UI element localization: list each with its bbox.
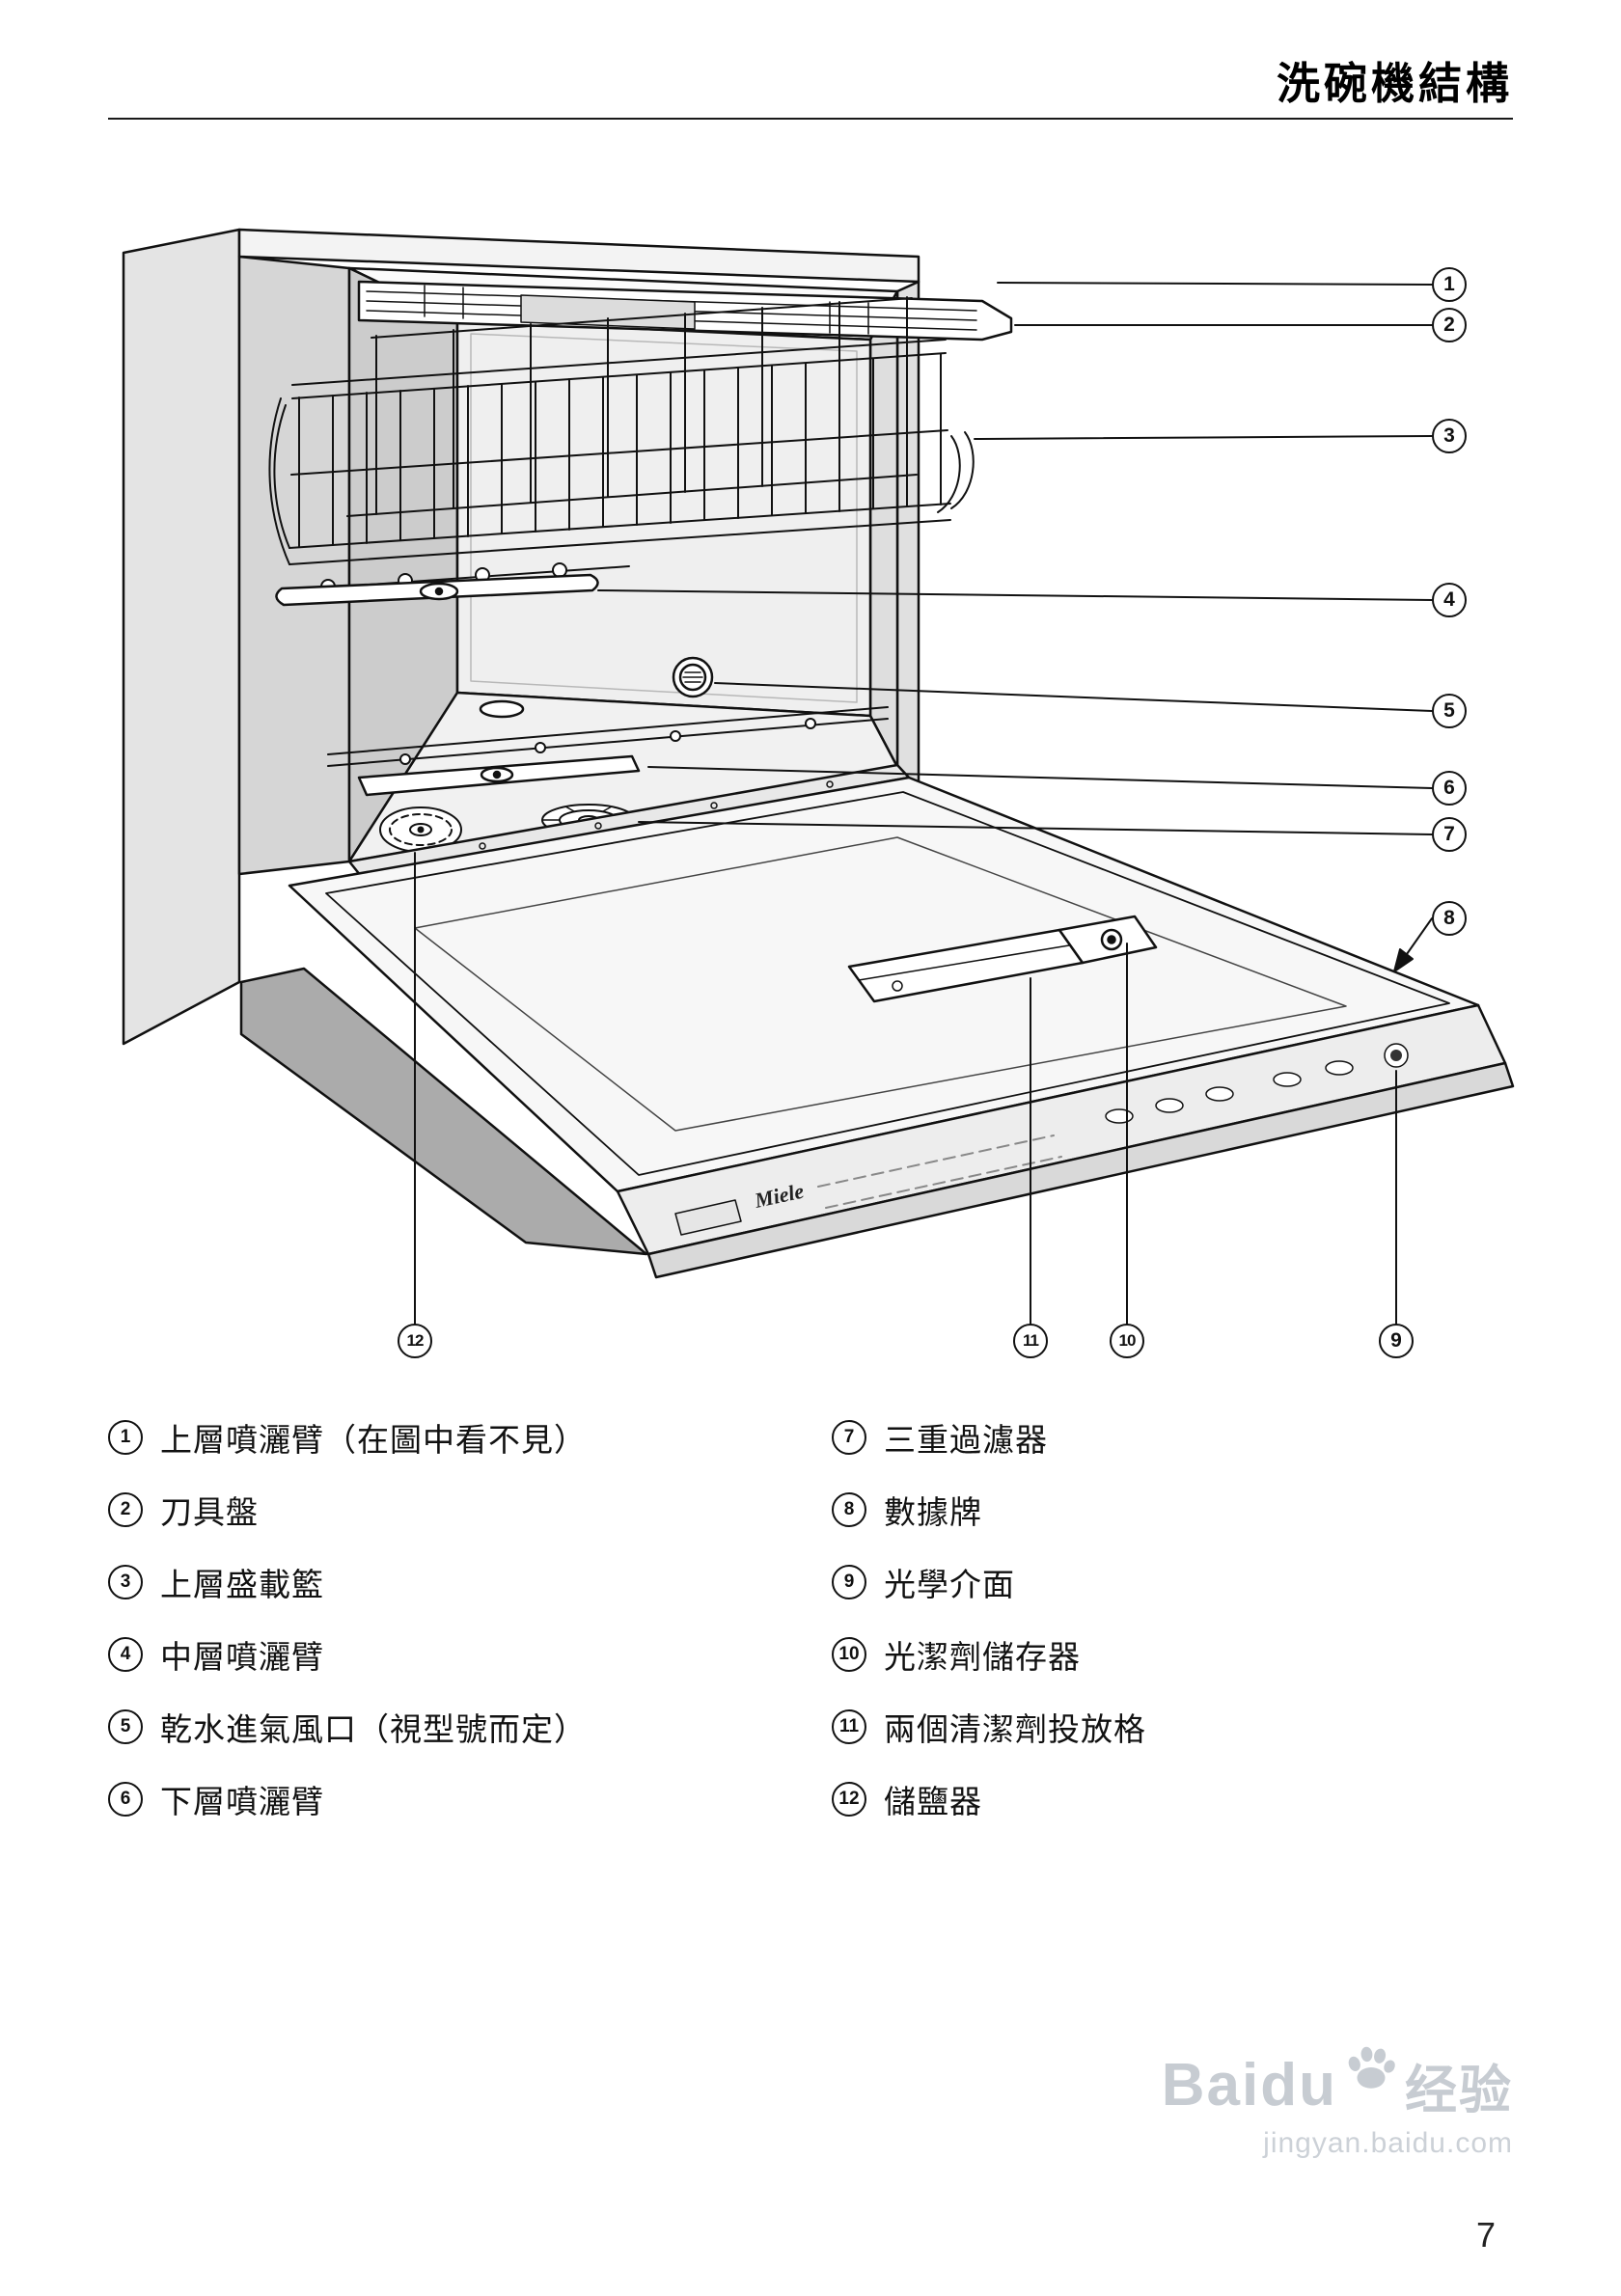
legend-label: 刀具盤: [160, 1493, 259, 1530]
page-title: 洗碗機結構: [1276, 59, 1513, 108]
legend-item: 5 乾水進氣風口（視型號而定）: [108, 1690, 587, 1763]
legend-label: 下層噴灑臂: [160, 1783, 324, 1819]
legend-number: 11: [832, 1708, 866, 1744]
legend-number: 8: [832, 1491, 866, 1527]
legend-item: 1 上層噴灑臂（在圖中看不見）: [108, 1401, 587, 1473]
dishwasher-diagram: Miele: [122, 228, 1515, 1325]
legend-item: 4 中層噴灑臂: [108, 1618, 587, 1690]
callout-12: 12: [398, 1324, 432, 1358]
leader-lines: [414, 282, 1433, 1325]
legend-left-column: 1 上層噴灑臂（在圖中看不見） 2 刀具盤 3 上層盛載籃 4 中層噴灑臂 5 …: [108, 1401, 587, 1835]
callout-5: 5: [1432, 694, 1467, 728]
callout-10: 10: [1110, 1324, 1144, 1358]
callout-8: 8: [1432, 901, 1467, 936]
legend-item: 9 光學介面: [832, 1545, 1146, 1618]
control-panel: Miele: [616, 1003, 1515, 1279]
legend-right-column: 7 三重過濾器 8 數據牌 9 光學介面 10 光潔劑儲存器 11 兩個清潔劑投…: [832, 1401, 1146, 1835]
cutlery-tray: [357, 280, 1013, 342]
legend-label: 中層噴灑臂: [160, 1638, 324, 1675]
watermark-url: jingyan.baidu.com: [1263, 2127, 1513, 2159]
legend-item: 2 刀具盤: [108, 1473, 587, 1545]
legend-label: 乾水進氣風口（視型號而定）: [160, 1710, 587, 1747]
detergent-dispenser: [847, 915, 1158, 1003]
legend-number: 6: [108, 1781, 143, 1817]
callout-9: 9: [1379, 1324, 1414, 1358]
legend-label: 上層噴灑臂（在圖中看不見）: [160, 1421, 587, 1458]
callout-3: 3: [1432, 419, 1467, 453]
legend-number: 7: [832, 1419, 866, 1455]
door-side-panel: [239, 967, 648, 1256]
page-number: 7: [1475, 2215, 1496, 2255]
legend-item: 7 三重過濾器: [832, 1401, 1146, 1473]
arrowhead: [1393, 948, 1414, 972]
legend-item: 11 兩個清潔劑投放格: [832, 1690, 1146, 1763]
legend-label: 儲鹽器: [884, 1783, 982, 1819]
legend-number: 2: [108, 1491, 143, 1527]
salt-container: [379, 806, 462, 853]
legend-number: 1: [108, 1419, 143, 1455]
legend-number: 5: [108, 1708, 143, 1744]
callout-7: 7: [1432, 817, 1467, 852]
legend-label: 光學介面: [884, 1566, 1015, 1602]
legend-label: 三重過濾器: [884, 1421, 1048, 1458]
legend-item: 6 下層噴灑臂: [108, 1763, 587, 1835]
callout-4: 4: [1432, 583, 1467, 617]
callout-2: 2: [1432, 308, 1467, 342]
middle-spray-arm: [275, 573, 599, 607]
legend-label: 數據牌: [884, 1493, 982, 1530]
header-divider: [108, 118, 1513, 120]
legend-number: 9: [832, 1564, 866, 1599]
optical-interface: [1384, 1043, 1409, 1068]
legend-label: 上層盛載籃: [160, 1566, 324, 1602]
lower-spray-arm: [357, 754, 641, 797]
legend-item: 3 上層盛載籃: [108, 1545, 587, 1618]
legend-item: 10 光潔劑儲存器: [832, 1618, 1146, 1690]
lower-basket-rails: [327, 706, 889, 767]
legend-number: 4: [108, 1636, 143, 1672]
callout-11: 11: [1013, 1324, 1048, 1358]
cabinet: [122, 228, 920, 1046]
watermark-suffix: 经验: [1405, 2062, 1513, 2119]
callout-6: 6: [1432, 771, 1467, 806]
legend-item: 12 儲鹽器: [832, 1763, 1146, 1835]
legend-label: 光潔劑儲存器: [884, 1638, 1081, 1675]
legend-number: 3: [108, 1564, 143, 1599]
watermark: Baidu 经验 jingyan.baidu.com: [1161, 2046, 1513, 2160]
legend-number: 12: [832, 1781, 866, 1817]
legend-label: 兩個清潔劑投放格: [884, 1710, 1146, 1747]
callout-1: 1: [1432, 267, 1467, 302]
paw-icon: [1343, 2039, 1399, 2100]
watermark-brand: Baidu: [1161, 2052, 1337, 2118]
drying-vent: [672, 656, 714, 698]
legend-number: 10: [832, 1636, 866, 1672]
legend-item: 8 數據牌: [832, 1473, 1146, 1545]
